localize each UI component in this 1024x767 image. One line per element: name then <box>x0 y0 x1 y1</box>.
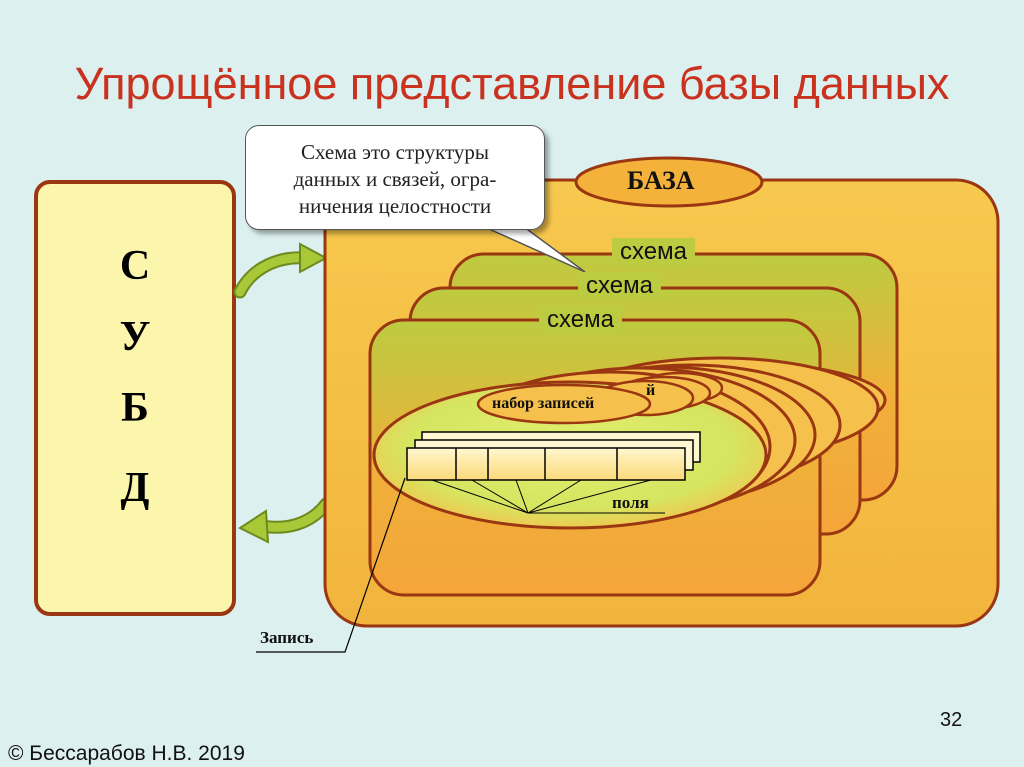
record-set-label: набор записей <box>492 395 595 412</box>
schema-label-back: схема <box>612 238 695 266</box>
record-row <box>406 447 686 481</box>
schema-label-front: схема <box>539 306 622 334</box>
dbms-letter: У <box>119 314 151 360</box>
field-pointer-lines <box>431 479 665 514</box>
database-label-oval <box>574 156 764 208</box>
record-set-label-oval <box>476 383 652 425</box>
page-number: 32 <box>940 709 963 731</box>
record-label: Запись <box>260 628 314 647</box>
dbms-letter: Б <box>121 385 149 431</box>
dbms-letter: С <box>119 243 151 289</box>
schema-definition-callout: Схема это структуры данных и связей, огр… <box>245 125 545 230</box>
callout-line: ничения целостности <box>298 194 492 218</box>
callout-line: данных и связей, огра- <box>293 167 497 191</box>
fields-label: поля <box>612 493 649 512</box>
footer-copyright: © Бессарабов Н.В. 2019 <box>8 742 245 765</box>
slide-title: Упрощённое представление базы данных <box>74 58 950 109</box>
callout-line: Схема это структуры <box>300 140 490 164</box>
record-pointer-line <box>256 477 406 653</box>
dbms-box: С У Б Д <box>34 180 236 616</box>
database-label: БАЗА <box>627 166 695 195</box>
dbms-letter: Д <box>120 465 150 511</box>
schema-label-middle: схема <box>578 272 661 300</box>
record-set-label-partial: й <box>646 382 656 399</box>
